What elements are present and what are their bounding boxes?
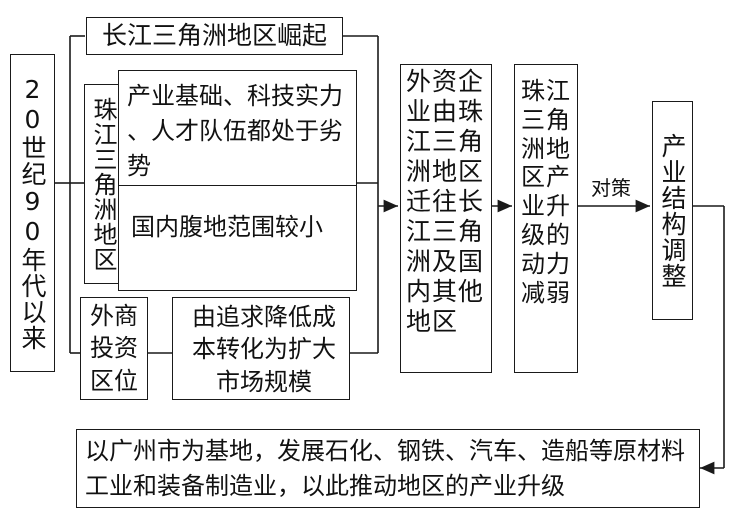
- conclusion: 以广州市为基地，发展石化、钢铁、汽车、造船等原材料工业和装备制造业，以此推动地区…: [85, 437, 685, 500]
- prd-weakness-2: 国内腹地范围较小: [131, 213, 323, 241]
- fdi-goal: 由追求降低成本转化为扩大市场规模: [192, 303, 336, 396]
- period-box: 20世纪90年代以来: [10, 54, 55, 372]
- prd-label: 珠江三角洲地区: [89, 96, 117, 272]
- weakened-drive-box: 珠江三角洲地区产业升级的动力减弱: [514, 64, 578, 373]
- prd-label-box: 珠江三角洲地区: [84, 84, 122, 284]
- fdi-goal-box: 由追求降低成本转化为扩大市场规模: [172, 297, 350, 400]
- period-label: 20世纪90年代以来: [18, 75, 47, 351]
- fdi-label: 外商投资区位: [90, 301, 138, 395]
- strategy-label: 对策: [591, 176, 631, 200]
- yangtze-rise-box: 长江三角洲地区崛起: [86, 17, 343, 55]
- adjustment: 产业结构调整: [658, 132, 687, 289]
- fdi-label-box: 外商投资区位: [80, 297, 148, 400]
- prd-weakness-box: 产业基础、科技实力 、人才队伍都处于劣势 国内腹地范围较小: [118, 70, 357, 291]
- conclusion-box: 以广州市为基地，发展石化、钢铁、汽车、造船等原材料工业和装备制造业，以此推动地区…: [76, 429, 700, 508]
- prd-divider: [119, 185, 356, 186]
- relocation: 外资企业由珠江三角洲地区迁往长江三角洲及国内其他地区: [406, 67, 485, 336]
- adjustment-box: 产业结构调整: [652, 101, 693, 320]
- yangtze-rise-label: 长江三角洲地区崛起: [101, 21, 327, 50]
- prd-weakness-1: 产业基础、科技实力 、人才队伍都处于劣势: [127, 82, 343, 180]
- relocation-box: 外资企业由珠江三角洲地区迁往长江三角洲及国内其他地区: [400, 64, 492, 373]
- weakened-drive: 珠江三角洲地区产业升级的动力减弱: [521, 77, 571, 307]
